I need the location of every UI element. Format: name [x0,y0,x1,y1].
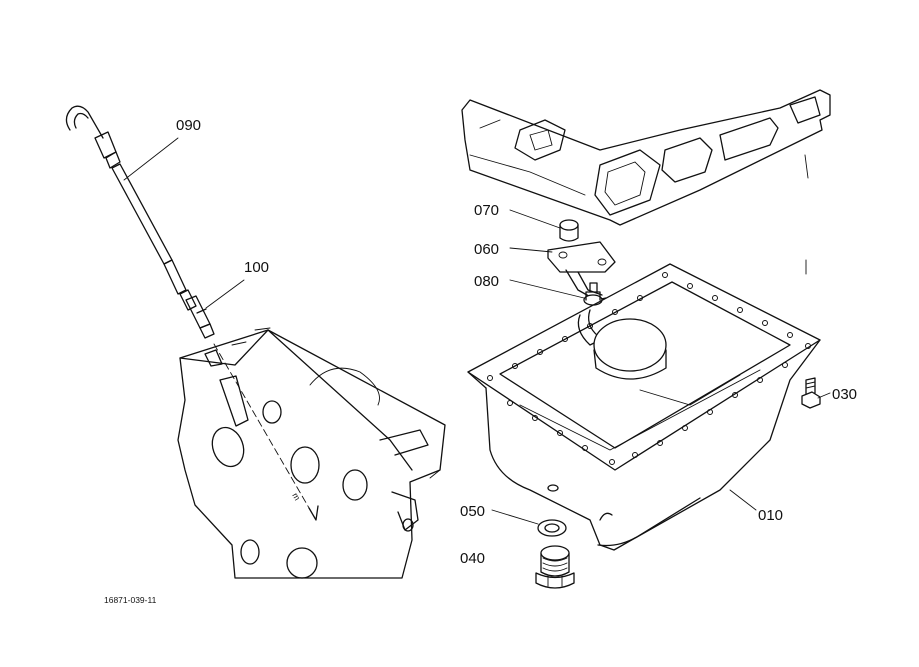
leader-lines [123,137,831,525]
figure-id: 16871-039-11 [104,595,157,605]
svg-text:m: m [290,491,302,502]
drain-plug-040 [535,545,575,589]
callout-050: 050 [460,503,485,520]
callout-010: 010 [758,507,783,524]
callout-100: 100 [244,259,269,276]
callout-labels: 090 100 070 060 080 030 010 050 040 [176,117,857,567]
engine-block-housing [177,327,446,579]
flange-bolt-holes [487,272,811,465]
callout-080: 080 [474,273,499,290]
oil-pan-010 [467,263,821,551]
callout-060: 060 [474,241,499,258]
bolt-030 [801,377,821,409]
callout-090: 090 [176,117,201,134]
cylinder-block-partial [461,89,831,275]
callout-040: 040 [460,550,485,567]
dipstick-090 [65,105,197,311]
dipstick-guide-path: m [213,343,319,521]
gasket-050 [537,519,567,537]
gauge-pipe-100 [185,295,215,339]
callout-030: 030 [832,386,857,403]
callout-070: 070 [474,202,499,219]
